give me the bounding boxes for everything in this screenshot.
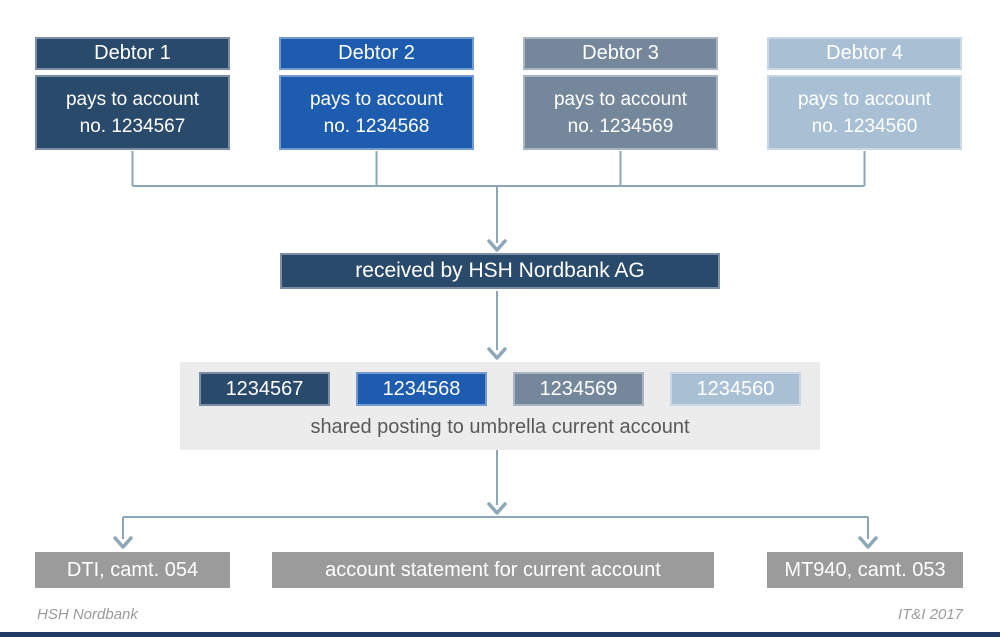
account-box-1234569: 1234569	[513, 372, 644, 406]
footer-company: HSH Nordbank	[37, 606, 138, 623]
debtor-2-pays-line1: pays to account	[309, 88, 444, 110]
arrow-down-mt940-icon	[858, 536, 878, 549]
debtor-3-header: Debtor 3	[523, 37, 718, 70]
account-box-1234568: 1234568	[356, 372, 487, 406]
debtor-2-label: Debtor 2	[338, 42, 415, 64]
bottom-rule	[0, 632, 1000, 637]
debtor-3-pays-line1: pays to account	[553, 88, 688, 110]
received-label: received by HSH Nordbank AG	[355, 259, 645, 282]
debtor-2-pays-line2: no. 1234568	[323, 115, 430, 137]
output-box-statement: account statement for current account	[272, 552, 714, 588]
output-dti-label: DTI, camt. 054	[66, 558, 199, 581]
debtor-4-pays-line2: no. 1234560	[811, 115, 918, 137]
account-box-1234560: 1234560	[670, 372, 801, 406]
arrow-down-shared-icon	[487, 347, 507, 360]
debtor-1-pays-line2: no. 1234567	[79, 115, 186, 137]
output-box-dti: DTI, camt. 054	[35, 552, 230, 588]
account-number-3: 1234569	[539, 377, 618, 400]
arrow-down-branch-icon	[487, 502, 507, 515]
account-number-1: 1234567	[225, 377, 304, 400]
account-number-2: 1234568	[382, 377, 461, 400]
shared-posting-label: shared posting to umbrella current accou…	[310, 416, 690, 438]
account-box-1234567: 1234567	[199, 372, 330, 406]
debtor-2-header: Debtor 2	[279, 37, 474, 70]
debtor-1-header: Debtor 1	[35, 37, 230, 70]
debtor-3-label: Debtor 3	[582, 42, 659, 64]
shared-posting-container: 1234567 1234568 1234569 1234560 shared p…	[180, 362, 820, 450]
debtor-3-body: pays to account no. 1234569	[523, 75, 718, 150]
account-box-row: 1234567 1234568 1234569 1234560	[180, 372, 820, 406]
debtor-1-pays-text: pays to account no. 1234567	[66, 86, 199, 140]
debtor-4-body: pays to account no. 1234560	[767, 75, 962, 150]
debtor-2-body: pays to account no. 1234568	[279, 75, 474, 150]
debtor-1-label: Debtor 1	[94, 42, 171, 64]
output-mt940-label: MT940, camt. 053	[784, 558, 946, 581]
arrow-down-received-icon	[487, 239, 507, 252]
debtor-4-label: Debtor 4	[826, 42, 903, 64]
account-number-4: 1234560	[696, 377, 775, 400]
debtor-1-body: pays to account no. 1234567	[35, 75, 230, 150]
output-box-mt940: MT940, camt. 053	[767, 552, 963, 588]
arrow-down-dti-icon	[113, 536, 133, 549]
debtor-4-pays-text: pays to account no. 1234560	[798, 86, 931, 140]
footer-credit: IT&I 2017	[897, 606, 963, 623]
debtor-4-pays-line1: pays to account	[797, 88, 932, 110]
debtor-4-header: Debtor 4	[767, 37, 962, 70]
debtor-3-pays-line2: no. 1234569	[567, 115, 674, 137]
debtor-1-pays-line1: pays to account	[65, 88, 200, 110]
output-statement-label: account statement for current account	[325, 558, 661, 581]
received-bar: received by HSH Nordbank AG	[280, 253, 720, 289]
debtor-2-pays-text: pays to account no. 1234568	[310, 86, 443, 140]
debtor-3-pays-text: pays to account no. 1234569	[554, 86, 687, 140]
